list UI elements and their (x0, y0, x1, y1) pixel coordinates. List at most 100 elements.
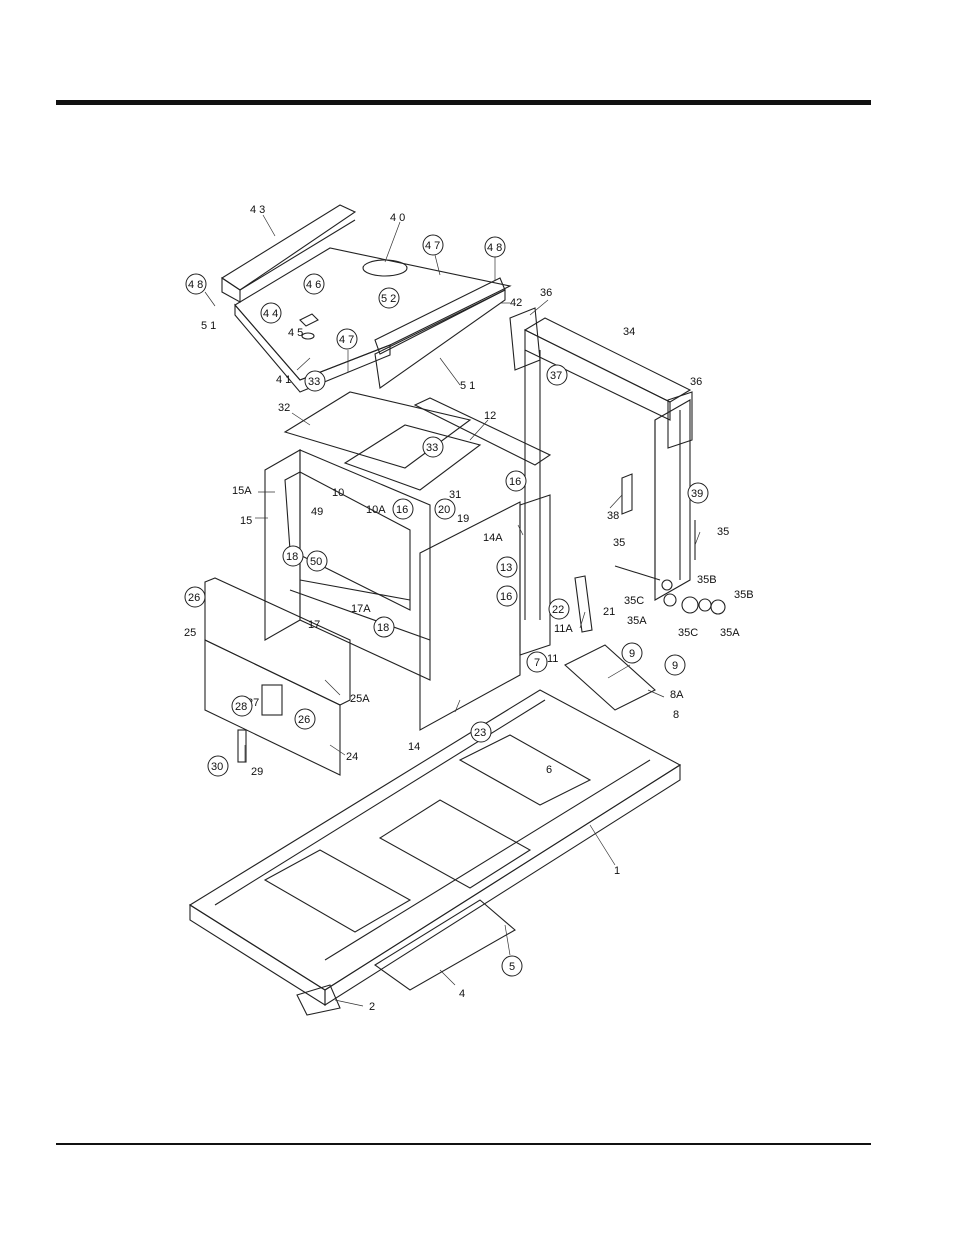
callout-30-label: 30 (211, 761, 223, 773)
callout-38: 38 (607, 510, 619, 522)
callout-11: 11 (547, 653, 558, 665)
callout-9b: 9 (665, 655, 685, 675)
callout-48a: 4 8 (485, 237, 505, 257)
callout-35Bb-label: 35B (734, 589, 754, 601)
callout-16b: 16 (393, 499, 413, 519)
callout-33a: 33 (305, 371, 325, 391)
callout-35Cb: 35C (678, 627, 698, 639)
callout-17: 17 (308, 619, 320, 631)
callout-25A-label: 25A (350, 693, 370, 705)
callout-16a-label: 16 (509, 476, 521, 488)
callout-11A-label: 11A (554, 623, 573, 635)
callout-33a-label: 33 (308, 376, 320, 388)
callout-14: 14 (408, 741, 420, 753)
callout-28-label: 28 (235, 701, 247, 713)
callout-21: 21 (603, 606, 615, 618)
callout-34: 34 (623, 326, 635, 338)
callout-9a: 9 (622, 643, 642, 663)
callout-43: 4 3 (250, 204, 265, 216)
callout-22: 22 (549, 599, 569, 619)
callout-30: 30 (208, 756, 228, 776)
callout-21-label: 21 (603, 606, 615, 618)
callout-51b-label: 5 1 (460, 380, 475, 392)
callout-19: 19 (457, 513, 469, 525)
callout-35Cb-label: 35C (678, 627, 698, 639)
callout-36b: 36 (690, 376, 702, 388)
callout-14A: 14A (483, 532, 503, 544)
callout-6-label: 6 (546, 764, 552, 776)
callout-52-label: 5 2 (381, 293, 396, 305)
side-panels (205, 578, 350, 775)
callout-48a-label: 4 8 (487, 242, 502, 254)
callout-8: 8 (673, 709, 679, 721)
callout-35b: 35 (613, 537, 625, 549)
callout-5-label: 5 (509, 961, 515, 973)
callout-35Ca: 35C (624, 595, 644, 607)
callout-18b: 18 (374, 617, 394, 637)
callout-35a: 35 (717, 526, 729, 538)
callout-1: 1 (614, 865, 620, 877)
callout-35Bb: 35B (734, 589, 754, 601)
callout-37-label: 37 (550, 370, 562, 382)
callout-25A: 25A (350, 693, 370, 705)
callout-23-label: 23 (474, 727, 486, 739)
callout-52: 5 2 (379, 288, 399, 308)
callout-51a: 5 1 (201, 320, 216, 332)
callout-26a-label: 26 (188, 592, 200, 604)
callout-14A-label: 14A (483, 532, 503, 544)
callout-35Aa-label: 35A (627, 615, 647, 627)
callout-16c-label: 16 (500, 591, 512, 603)
callout-35Ab-label: 35A (720, 627, 740, 639)
callout-4: 4 (459, 988, 465, 1000)
callout-9b-label: 9 (672, 660, 678, 672)
callout-35Aa: 35A (627, 615, 647, 627)
callout-25-label: 25 (184, 627, 196, 639)
callout-41: 4 1 (276, 374, 291, 386)
callout-15A-label: 15A (232, 485, 252, 497)
callout-48b: 4 8 (186, 274, 206, 294)
callout-41-label: 4 1 (276, 374, 291, 386)
callout-47a-label: 4 7 (425, 240, 440, 252)
callout-33b-label: 33 (426, 442, 438, 454)
callout-5: 5 (502, 956, 522, 976)
callout-10A-label: 10A (366, 504, 386, 516)
callout-31-label: 31 (449, 489, 461, 501)
callout-16b-label: 16 (396, 504, 408, 516)
callout-46-label: 4 6 (306, 279, 321, 291)
callout-2-label: 2 (369, 1001, 375, 1013)
callout-33b: 33 (423, 437, 443, 457)
callout-10A: 10A (366, 504, 386, 516)
callout-44-label: 4 4 (263, 308, 278, 320)
callout-42: 42 (510, 297, 522, 309)
callout-40-label: 4 0 (390, 212, 405, 224)
callout-13: 13 (497, 557, 517, 577)
callout-43-label: 4 3 (250, 204, 265, 216)
callout-11A: 11A (554, 623, 573, 635)
callout-36a: 36 (540, 287, 552, 299)
callout-50-label: 50 (310, 556, 322, 568)
callout-32: 32 (278, 402, 290, 414)
callout-19-label: 19 (457, 513, 469, 525)
callout-17-label: 17 (308, 619, 320, 631)
callout-28: 28 (232, 696, 252, 716)
callout-18b-label: 18 (377, 622, 389, 634)
callout-40: 4 0 (390, 212, 405, 224)
callout-16c: 16 (497, 586, 517, 606)
callout-8-label: 8 (673, 709, 679, 721)
callout-45-label: 4 5 (288, 327, 303, 339)
callout-11-label: 11 (547, 653, 558, 665)
callout-10-label: 10 (332, 487, 344, 499)
callout-39-label: 39 (691, 488, 703, 500)
callout-51b: 5 1 (460, 380, 475, 392)
callout-47a: 4 7 (423, 235, 443, 255)
callout-46: 4 6 (304, 274, 324, 294)
callout-35b-label: 35 (613, 537, 625, 549)
callout-47b-label: 4 7 (339, 334, 354, 346)
callout-48b-label: 4 8 (188, 279, 203, 291)
callout-12-label: 12 (484, 410, 496, 422)
callout-9a-label: 9 (629, 648, 635, 660)
callout-34-label: 34 (623, 326, 635, 338)
callout-18a: 18 (283, 546, 303, 566)
callout-24: 24 (346, 751, 358, 763)
